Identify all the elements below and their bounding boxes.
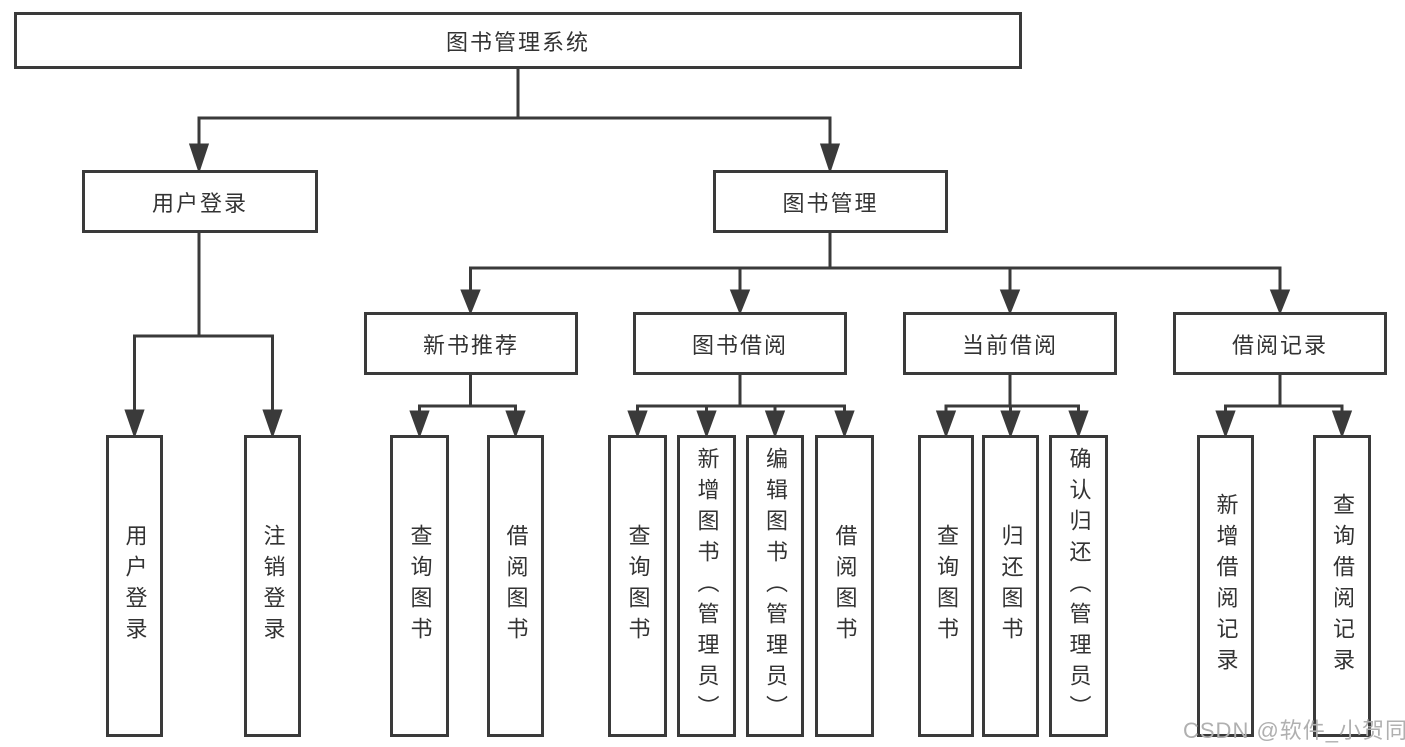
node-leaf-edit-book-admin-label: 编辑图书（管理员） bbox=[763, 446, 788, 726]
node-leaf-query-books-current-label: 查询图书 bbox=[934, 524, 959, 648]
node-leaf-borrow-books-borrow: 借阅图书 bbox=[815, 435, 874, 737]
arrow-down-icon bbox=[627, 410, 648, 439]
arrow-down-icon bbox=[409, 410, 430, 439]
node-leaf-query-borrow-record-label: 查询借阅记录 bbox=[1330, 493, 1355, 679]
connector-current-to-leaves bbox=[935, 375, 1089, 439]
connector-login-to-leaves bbox=[124, 233, 283, 439]
node-leaf-return-book: 归还图书 bbox=[982, 435, 1039, 737]
node-leaf-confirm-return-admin-label: 确认归还（管理员） bbox=[1066, 446, 1092, 726]
arrow-down-icon bbox=[505, 410, 526, 439]
node-borrow-records: 借阅记录 bbox=[1173, 312, 1387, 375]
arrow-down-icon bbox=[262, 409, 283, 439]
node-leaf-query-books-recommend: 查询图书 bbox=[390, 435, 449, 737]
arrow-down-icon bbox=[834, 410, 855, 439]
arrow-down-icon bbox=[1215, 410, 1236, 439]
node-leaf-user-login: 用户登录 bbox=[106, 435, 163, 737]
node-leaf-edit-book-admin: 编辑图书（管理员） bbox=[746, 435, 804, 737]
node-leaf-user-login-label: 用户登录 bbox=[122, 524, 148, 648]
node-leaf-borrow-books-recommend: 借阅图书 bbox=[487, 435, 544, 737]
arrow-down-icon bbox=[124, 409, 145, 439]
node-leaf-add-borrow-record-label: 新增借阅记录 bbox=[1213, 493, 1239, 679]
arrow-down-icon bbox=[1000, 410, 1021, 439]
node-leaf-return-book-label: 归还图书 bbox=[998, 524, 1024, 648]
connector-management-to-level3 bbox=[460, 233, 1291, 316]
node-leaf-query-books-borrow: 查询图书 bbox=[608, 435, 667, 737]
arrow-down-icon bbox=[819, 143, 841, 174]
node-new-book-recommend: 新书推荐 bbox=[364, 312, 578, 375]
arrow-down-icon bbox=[935, 410, 957, 439]
node-book-borrow: 图书借阅 bbox=[633, 312, 847, 375]
node-user-login-label: 用户登录 bbox=[151, 190, 248, 216]
node-current-borrow-label: 当前借阅 bbox=[961, 332, 1058, 358]
arrow-down-icon bbox=[999, 289, 1021, 316]
node-borrow-records-label: 借阅记录 bbox=[1231, 332, 1328, 358]
node-book-borrow-label: 图书借阅 bbox=[691, 332, 788, 358]
node-user-login: 用户登录 bbox=[82, 170, 318, 233]
arrow-down-icon bbox=[1269, 289, 1291, 316]
node-leaf-query-books-borrow-label: 查询图书 bbox=[625, 524, 651, 648]
node-root-label: 图书管理系统 bbox=[445, 29, 590, 55]
node-leaf-query-books-current: 查询图书 bbox=[918, 435, 974, 737]
connector-root-to-level2 bbox=[188, 69, 841, 174]
connector-records-to-leaves bbox=[1215, 375, 1353, 439]
node-leaf-borrow-books-borrow-label: 借阅图书 bbox=[832, 524, 858, 648]
arrow-down-icon bbox=[696, 410, 717, 439]
node-leaf-borrow-books-recommend-label: 借阅图书 bbox=[503, 524, 529, 648]
node-leaf-query-borrow-record: 查询借阅记录 bbox=[1313, 435, 1371, 737]
node-root: 图书管理系统 bbox=[14, 12, 1022, 69]
arrow-down-icon bbox=[1331, 410, 1353, 439]
node-leaf-logout: 注销登录 bbox=[244, 435, 301, 737]
node-leaf-logout-label: 注销登录 bbox=[260, 524, 286, 648]
arrow-down-icon bbox=[1068, 410, 1089, 439]
watermark: CSDN @软件_小贺同学 bbox=[1183, 718, 1405, 743]
node-new-book-recommend-label: 新书推荐 bbox=[422, 332, 519, 358]
node-leaf-query-books-recommend-label: 查询图书 bbox=[407, 524, 433, 648]
node-leaf-confirm-return-admin: 确认归还（管理员） bbox=[1049, 435, 1108, 737]
arrow-down-icon bbox=[729, 289, 751, 316]
node-leaf-add-borrow-record: 新增借阅记录 bbox=[1197, 435, 1254, 737]
node-current-borrow: 当前借阅 bbox=[903, 312, 1117, 375]
node-book-management: 图书管理 bbox=[713, 170, 948, 233]
arrow-down-icon bbox=[188, 143, 210, 174]
node-leaf-add-book-admin-label: 新增图书（管理员） bbox=[694, 446, 720, 726]
connector-recommend-to-leaves bbox=[409, 375, 526, 439]
connector-borrow-to-leaves bbox=[627, 375, 855, 439]
arrow-down-icon bbox=[460, 289, 481, 316]
node-leaf-add-book-admin: 新增图书（管理员） bbox=[677, 435, 736, 737]
node-book-management-label: 图书管理 bbox=[782, 190, 879, 216]
arrow-down-icon bbox=[764, 410, 786, 439]
